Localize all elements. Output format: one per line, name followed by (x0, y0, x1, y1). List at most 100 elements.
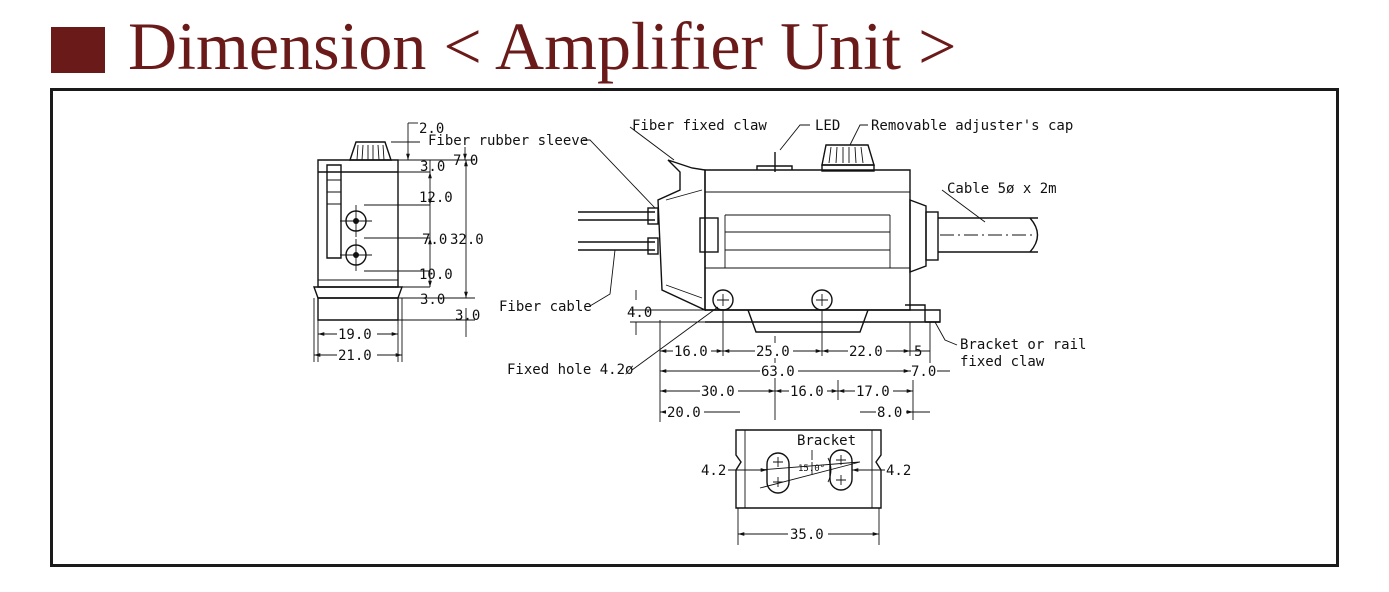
front-body-lines (705, 191, 910, 269)
label-fiber-cable: Fiber cable (499, 299, 592, 315)
dim-16-0-b: 16.0 (790, 384, 824, 400)
dim-10-0: 10.0 (419, 267, 453, 283)
label-bracket-claw-line1: Bracket or rail (960, 337, 1086, 353)
dim-16-0: 16.0 (674, 344, 708, 360)
bracket-edge-lines (744, 430, 873, 508)
dim-30-0: 30.0 (701, 384, 735, 400)
center-screw-cross (816, 294, 828, 306)
bracket-slot-left (766, 452, 790, 494)
side-foot (317, 297, 399, 321)
leader-fixed-claw (629, 126, 675, 161)
output-cable-break (1029, 217, 1039, 253)
adjuster-cap-ribs (828, 146, 864, 164)
fixed-hole-screw-cross (717, 294, 729, 306)
dim-25-0: 25.0 (756, 344, 790, 360)
bracket-angle-lines (759, 457, 861, 489)
leader-cap (849, 124, 868, 146)
leader-rubber-sleeve (583, 139, 656, 209)
side-base (313, 286, 403, 299)
bracket-view: 15.0° Bracket 4.2 4.2 35.0 (701, 429, 911, 545)
label-fiber-fixed-claw: Fiber fixed claw (632, 118, 767, 134)
dim-4-2-right: 4.2 (886, 463, 911, 479)
side-clip (326, 164, 342, 259)
front-view: 4.0 16.0 25.0 22.0 5 63.0 7.0 30.0 16.0 … (428, 118, 1086, 422)
side-cap-ribs (356, 144, 385, 161)
output-cable (938, 217, 1038, 253)
cable-gland-nut (925, 211, 939, 261)
label-cable: Cable 5ø x 2m (947, 181, 1057, 197)
dim-3-0-c: 3.0 (455, 308, 480, 324)
side-cap-shape (349, 141, 392, 161)
rail-claw (905, 304, 940, 323)
front-body-outline (704, 169, 911, 311)
side-h-extensions (313, 298, 403, 362)
rubber-sleeve-top (647, 207, 659, 225)
side-clip-ribs (327, 179, 341, 205)
title-square-icon (51, 27, 105, 73)
label-fiber-rubber-sleeve: Fiber rubber sleeve (428, 133, 588, 149)
side-body-outline (317, 159, 399, 288)
claw-lines (665, 189, 703, 299)
dim-5: 5 (914, 344, 922, 360)
dim-8-0-bg (876, 404, 906, 419)
dim-32-0: 32.0 (450, 232, 484, 248)
label-led: LED (815, 118, 840, 134)
bracket-base (747, 309, 869, 333)
dim-4-0-lines (630, 290, 705, 335)
dim-21-0-bg (337, 347, 377, 362)
fiber-fixed-claw (657, 159, 706, 312)
dim-63-0: 63.0 (761, 364, 795, 380)
label-bracket-claw-line2: fixed claw (960, 354, 1045, 370)
dim-20-0-bg (666, 404, 704, 419)
dim-2-0: 2.0 (419, 121, 444, 137)
cable-gland (909, 198, 927, 274)
bottom-rail (705, 309, 941, 323)
dim-4-0: 4.0 (627, 305, 652, 321)
dim-20-0: 20.0 (667, 405, 701, 421)
fiber-cable-top (578, 211, 655, 221)
dim-19-0-bg (337, 326, 377, 341)
dim-16-0-bg (673, 343, 711, 358)
dim-30-0-bg (700, 383, 738, 398)
dim-8-0: 8.0 (877, 405, 902, 421)
leader-cable (941, 189, 986, 223)
page-title: Dimension < Amplifier Unit > (128, 8, 957, 84)
dim-3-0-a: 3.0 (420, 159, 445, 175)
drawing-frame (50, 88, 1339, 567)
dim-7-0-mid: 7.0 (422, 232, 447, 248)
dim-17-0-bg (855, 383, 893, 398)
dim-21-0: 21.0 (338, 348, 372, 364)
fiber-hole-centerlines (340, 205, 372, 271)
side-extension-lines (364, 141, 475, 321)
dim-22-0: 22.0 (849, 344, 883, 360)
rubber-sleeve-bottom (647, 237, 659, 255)
dim-25-0-bg (755, 343, 793, 358)
dim-22-0-bg (848, 343, 886, 358)
dim-12-0: 12.0 (419, 190, 453, 206)
label-removable-cap: Removable adjuster's cap (871, 118, 1073, 134)
bracket-outline (735, 429, 882, 509)
bracket-slot-crosses (773, 455, 846, 487)
label-bracket: Bracket (797, 433, 856, 449)
leader-bracket-claw (934, 321, 958, 346)
dim-7-0: 7.0 (911, 364, 936, 380)
leader-fixed-hole (631, 306, 719, 371)
dim-35-0-bg (788, 526, 828, 541)
adjuster-cap-base (821, 164, 875, 172)
dim-35-0-extensions (737, 508, 880, 545)
dim-63-0-bg (760, 363, 798, 378)
bracket-angle: 15.0° (798, 464, 825, 474)
side-view: 2.0 7.0 3.0 12.0 7.0 32.0 10.0 3.0 3.0 1… (313, 121, 484, 364)
leader-led (779, 124, 810, 151)
dim-19-0: 19.0 (338, 327, 372, 343)
dim-7-0-bg (911, 363, 937, 378)
leader-fiber-cable (589, 249, 616, 307)
dim-35-0: 35.0 (790, 527, 824, 543)
dim-17-0: 17.0 (856, 384, 890, 400)
label-fixed-hole: Fixed hole 4.2ø (507, 362, 634, 378)
dim-3-0-b: 3.0 (420, 292, 445, 308)
dim-16-0-b-bg (789, 383, 827, 398)
fiber-cable-bottom (578, 241, 655, 251)
dim-4-2-left: 4.2 (701, 463, 726, 479)
